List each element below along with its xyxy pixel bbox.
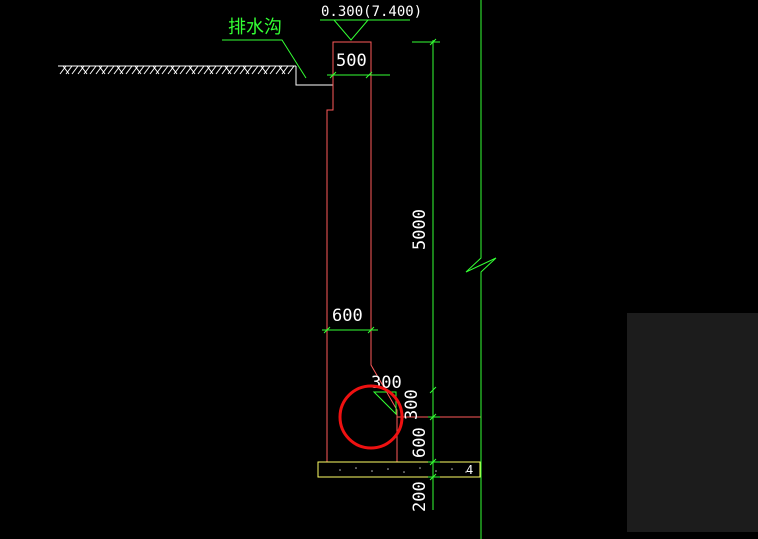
dim-slab-thickness: 200 xyxy=(410,481,430,512)
ground-hatch xyxy=(58,65,296,75)
slab-mark: 4 xyxy=(466,463,473,477)
highlight-circle xyxy=(338,384,404,450)
retaining-wall-outline xyxy=(326,41,398,463)
drain-note-label: 排水沟 xyxy=(228,17,282,38)
haunch-triangle xyxy=(372,391,397,416)
dim-vertical-line xyxy=(412,38,440,510)
break-symbol xyxy=(465,250,497,280)
dim-bottom-width-line xyxy=(322,326,378,334)
dim-top-width: 500 xyxy=(336,51,367,71)
gray-overlay-panel xyxy=(627,313,758,532)
elevation-marker xyxy=(320,19,410,41)
foundation-slab xyxy=(317,461,481,478)
drain-note-leader xyxy=(222,39,307,79)
dim-haunch-vertical: 300 xyxy=(402,389,422,420)
dim-top-width-line xyxy=(327,71,390,79)
dim-base-height: 600 xyxy=(410,427,430,458)
dim-height: 5000 xyxy=(410,209,430,250)
slab-dots xyxy=(339,467,467,473)
elevation-label: 0.300(7.400) xyxy=(321,4,422,20)
dim-bottom-width: 600 xyxy=(332,306,363,326)
